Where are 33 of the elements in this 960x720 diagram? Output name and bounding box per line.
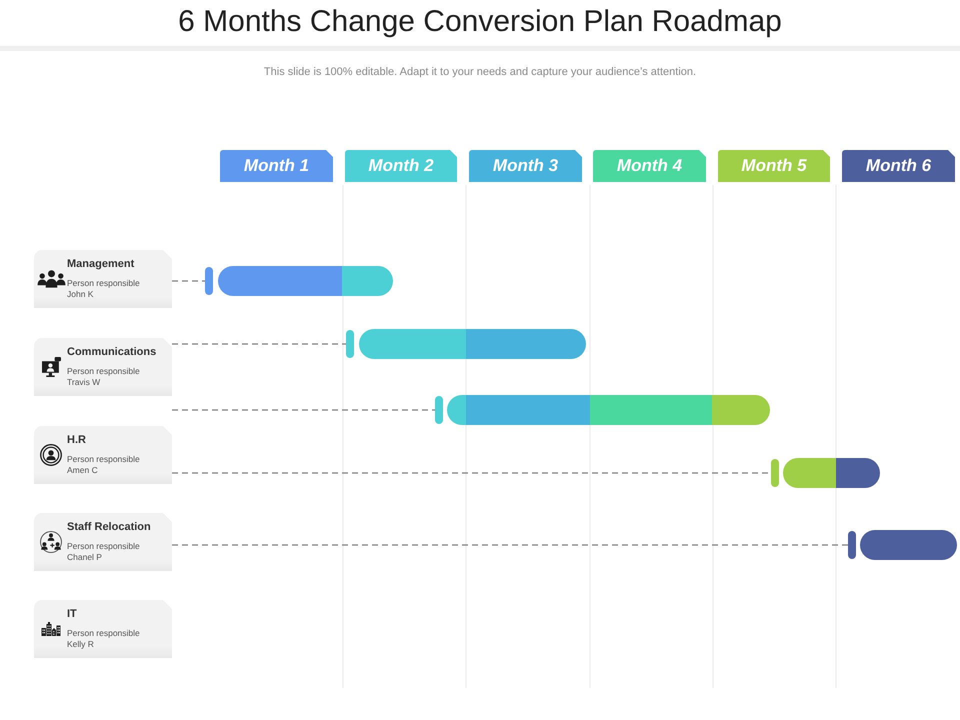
month-header: Month 6 (842, 150, 955, 182)
month-header: Month 5 (718, 150, 830, 182)
responsible-person-text: Person responsible Chanel P (67, 541, 141, 563)
category-card (34, 426, 172, 484)
dashed-connector-line (172, 409, 435, 411)
subtitle-text: This slide is 100% editable. Adapt it to your needs and capture your audience’s attention. (262, 65, 698, 79)
card-heading: Management (67, 258, 134, 271)
responsible-person-text: Person responsible Travis W (67, 366, 141, 388)
timeline-bar (205, 266, 393, 296)
dashed-connector-line (172, 472, 771, 474)
month-header: Month 4 (593, 150, 706, 182)
card-heading: H.R (67, 434, 86, 447)
dashed-connector-line (172, 280, 205, 282)
card-heading: IT (67, 608, 77, 621)
card-heading: Staff Relocation (67, 521, 151, 534)
category-card (34, 600, 172, 658)
category-card (34, 513, 172, 571)
dashed-connector-line (172, 343, 346, 345)
responsible-person-text: Person responsible Amen C (67, 454, 141, 476)
timeline-bar (771, 458, 880, 488)
card-heading: Communications (67, 346, 156, 359)
responsible-person-text: Person responsible Kelly R (67, 628, 141, 650)
page-title: 6 Months Change Conversion Plan Roadmap (177, 4, 783, 40)
responsible-person-text: Person responsible John K (67, 278, 141, 300)
dashed-connector-line (172, 544, 848, 546)
month-header: Month 3 (469, 150, 582, 182)
category-card (34, 250, 172, 308)
month-header: Month 1 (220, 150, 333, 182)
month-header: Month 2 (345, 150, 457, 182)
timeline-bar (346, 329, 586, 359)
category-card (34, 338, 172, 396)
timeline-bar (848, 530, 957, 560)
timeline-bar (435, 395, 770, 425)
